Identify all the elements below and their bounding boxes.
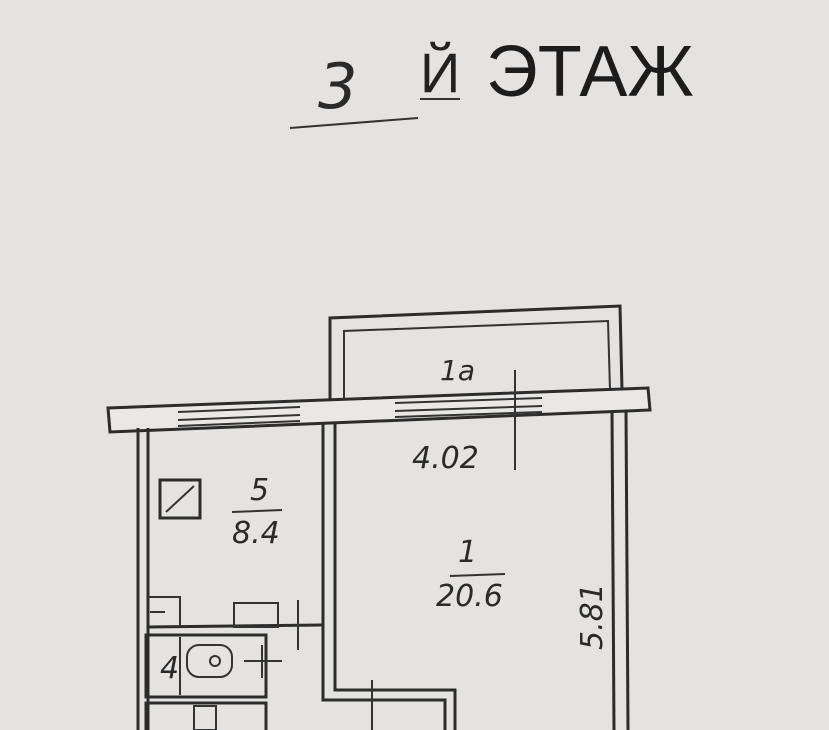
room-1a-area: 4.02: [412, 441, 479, 476]
floor-underline: [289, 117, 419, 129]
walls: [136, 409, 630, 730]
balcony: [328, 304, 624, 400]
room-4-number: 4: [160, 651, 179, 686]
fraction-line: [449, 573, 506, 577]
room-1a-number: 1а: [440, 354, 475, 387]
fraction-line: [231, 509, 283, 513]
floor-title: ЭТАЖ: [486, 32, 694, 112]
room-5-number: 5: [250, 473, 269, 508]
ventilation-icon: [158, 478, 202, 520]
kitchen-fixtures: [148, 478, 279, 628]
floor-number: 3: [318, 50, 357, 123]
room-1-length: 5.81: [575, 583, 610, 650]
bathroom: [144, 633, 282, 730]
room-1-area: 20.6: [436, 579, 503, 614]
room-5-area: 8.4: [232, 516, 280, 551]
floor-suffix: Й: [420, 41, 460, 104]
outer-wall: [106, 370, 652, 470]
room-1-number: 1: [458, 535, 477, 570]
